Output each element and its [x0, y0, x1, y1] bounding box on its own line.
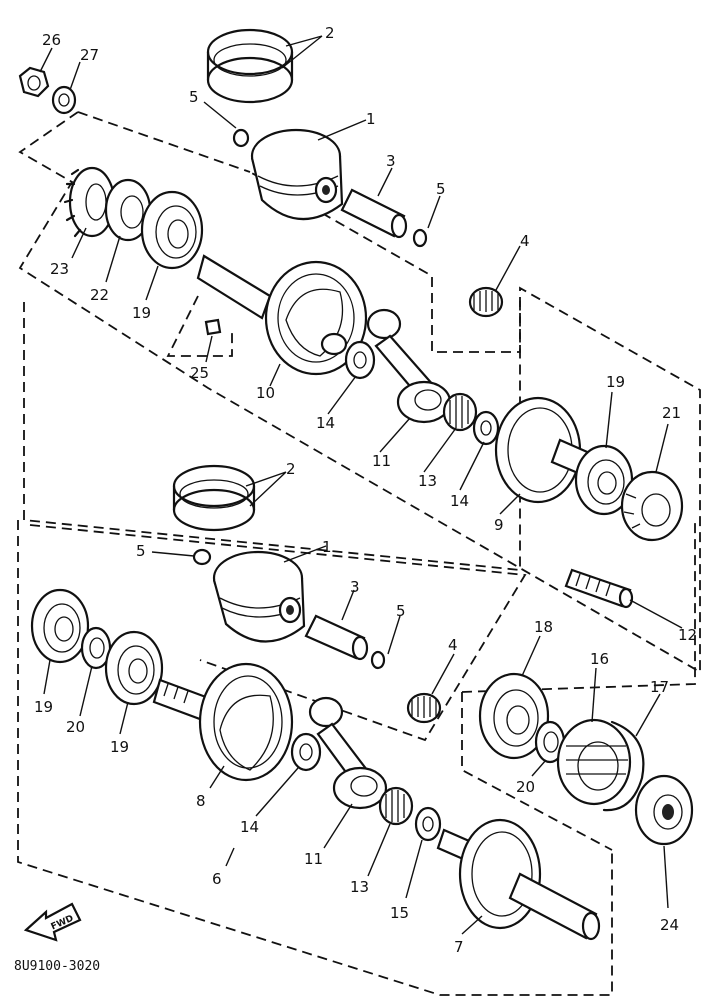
part-13-big-end-bearing-upper: [442, 392, 478, 432]
part-3-piston-pin-upper: [340, 188, 408, 239]
callout-14: 14: [316, 414, 335, 432]
callout-14: 14: [240, 818, 259, 836]
callout-3: 3: [350, 578, 360, 596]
callout-2: 2: [325, 24, 335, 42]
callout-3: 3: [386, 152, 396, 170]
part-3-piston-pin-lower: [304, 614, 369, 661]
assembly-outline-upper: [18, 111, 701, 674]
part-20-spacer-a: [80, 626, 112, 670]
part-11-connecting-rod-lower: [308, 696, 388, 810]
part-14-thrust-washer-a: [344, 340, 376, 380]
callout-10: 10: [256, 384, 275, 402]
part-11-connecting-rod-upper: [366, 308, 452, 424]
part-24-oil-seal: [634, 774, 694, 846]
callout-23: 23: [50, 260, 69, 278]
part-12-spline-shaft: [564, 568, 634, 609]
part-23-sprocket: [63, 166, 116, 238]
part-13-big-end-bearing-lower: [378, 786, 414, 826]
callout-9: 9: [494, 516, 504, 534]
callout-11: 11: [304, 850, 323, 868]
callout-4: 4: [448, 636, 458, 654]
callout-11: 11: [372, 452, 391, 470]
part-17-circlip: [602, 720, 645, 812]
callout-2: 2: [286, 460, 296, 478]
callout-14: 14: [450, 492, 469, 510]
callout-19: 19: [110, 738, 129, 756]
callout-1: 1: [322, 538, 332, 556]
part-21-collar: [620, 470, 684, 542]
callout-8: 8: [196, 792, 206, 810]
part-19-bearing-d: [104, 630, 164, 706]
callout-20: 20: [516, 778, 535, 796]
callout-13: 13: [350, 878, 369, 896]
diagram-code: 8U9100-3020: [14, 959, 100, 974]
callout-1: 1: [366, 110, 376, 128]
part-2-piston-rings-upper: [206, 28, 294, 104]
callout-21: 21: [662, 404, 681, 422]
part-27-washer: [51, 85, 77, 115]
part-25-woodruff-key: [204, 318, 222, 336]
callout-13: 13: [418, 472, 437, 490]
callout-5: 5: [396, 602, 406, 620]
callout-6: 6: [212, 870, 222, 888]
part-5-circlip-d: [370, 650, 386, 670]
part-16-labyrinth-seal: [556, 718, 632, 806]
part-15-thrust-washer: [414, 806, 442, 842]
callout-18: 18: [534, 618, 553, 636]
part-5-circlip-c: [192, 548, 212, 566]
callout-12: 12: [678, 626, 697, 644]
callout-labels: 26 27 2 5 1 3 5 23 22 19 4 25 10 14 19 2…: [34, 24, 697, 956]
callout-15: 15: [390, 904, 409, 922]
part-19-bearing-c: [30, 588, 90, 664]
part-18-bearing: [478, 672, 550, 760]
callout-5: 5: [436, 180, 446, 198]
part-5-circlip-a: [232, 128, 250, 148]
part-19-bearing-b: [574, 444, 634, 516]
part-4-needle-bearing-upper: [468, 286, 504, 318]
part-5-circlip-b: [412, 228, 428, 248]
callout-17: 17: [650, 678, 669, 696]
part-10-crankshaft-left: [196, 254, 368, 376]
callout-5: 5: [136, 542, 146, 560]
part-1-piston-lower: [212, 550, 306, 643]
callout-19: 19: [34, 698, 53, 716]
leader-lines: [39, 35, 683, 935]
part-2-piston-rings-lower: [172, 464, 256, 532]
callout-19: 19: [132, 304, 151, 322]
part-1-piston-upper: [250, 128, 344, 221]
part-8-crankshaft-lower-left: [152, 662, 294, 782]
callout-5: 5: [189, 88, 199, 106]
callout-24: 24: [660, 916, 679, 934]
part-4-needle-bearing-lower: [406, 692, 442, 724]
part-26-nut: [18, 66, 50, 98]
callout-27: 27: [80, 46, 99, 64]
part-14-thrust-washer-b: [472, 410, 500, 446]
callout-16: 16: [590, 650, 609, 668]
part-14-thrust-washer-c: [290, 732, 322, 772]
callout-26: 26: [42, 31, 61, 49]
callout-19: 19: [606, 373, 625, 391]
part-7-crankshaft-lower-right: [436, 818, 601, 941]
callout-22: 22: [90, 286, 109, 304]
part-19-bearing-a: [140, 190, 204, 270]
callout-4: 4: [520, 232, 530, 250]
callout-25: 25: [190, 364, 209, 382]
forward-arrow: FWD: [23, 902, 82, 942]
callout-20: 20: [66, 718, 85, 736]
callout-7: 7: [454, 938, 464, 956]
